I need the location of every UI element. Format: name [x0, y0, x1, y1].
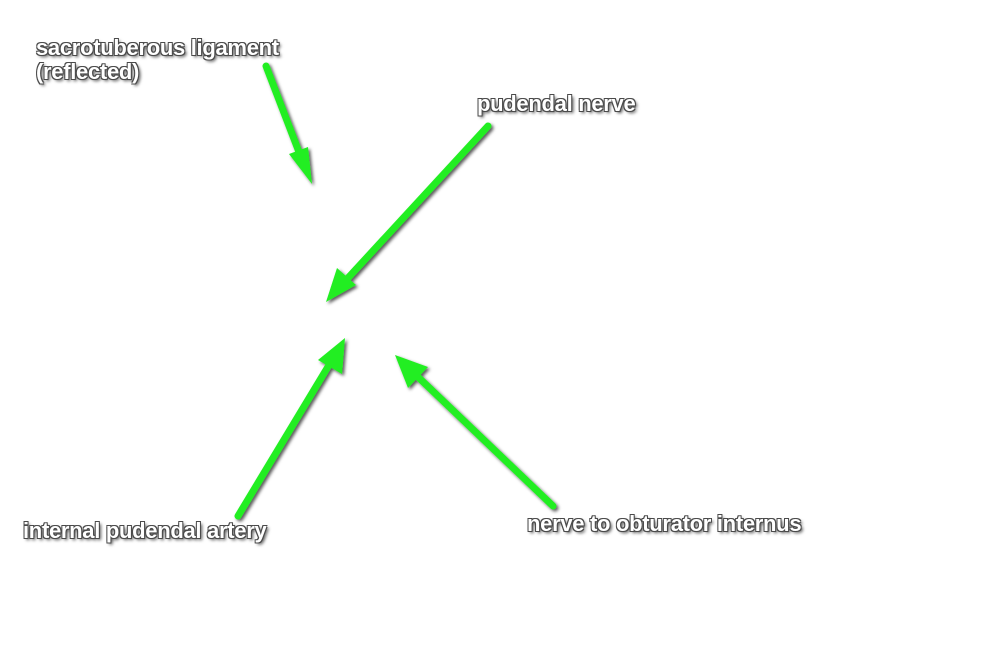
- label-sacrotuberous-line1: sacrotuberous ligament: [36, 35, 279, 60]
- arrow-nerve-to-obturator-internus: [395, 355, 557, 510]
- label-sacrotuberous-line2: (reflected): [36, 59, 140, 84]
- arrow-internal-pudendal-artery: [234, 338, 345, 520]
- arrow-sacrotuberous-ligament: [262, 62, 312, 184]
- arrow-pudendal-nerve: [326, 122, 492, 302]
- label-sacrotuberous-ligament: sacrotuberous ligament (reflected): [36, 36, 279, 84]
- label-nerve-to-obturator-internus: nerve to obturator internus: [527, 511, 802, 536]
- label-pudendal-nerve: pudendal nerve: [477, 91, 636, 116]
- label-internal-pudendal-artery: internal pudendal artery: [23, 518, 267, 543]
